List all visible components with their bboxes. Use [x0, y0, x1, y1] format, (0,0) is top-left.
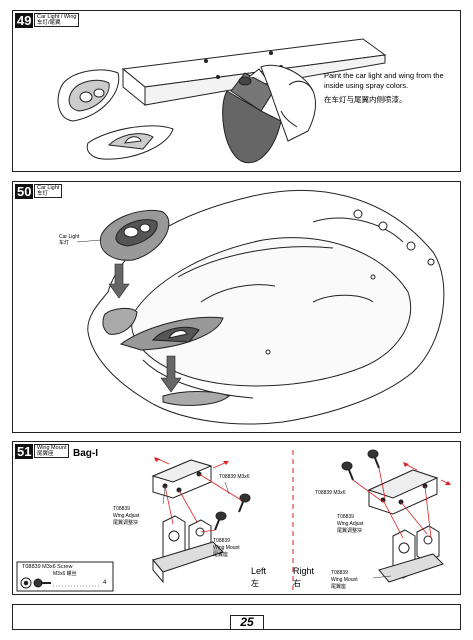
left-adjust-cn: 尾翼调整块: [113, 520, 139, 526]
car-body-shell: [87, 189, 445, 425]
wing-part: [121, 38, 387, 107]
left-screw-2: [214, 511, 227, 531]
left-label-en: Left: [251, 566, 267, 576]
callout-car-light-cn: 车灯: [59, 240, 70, 246]
page-footer: 25: [12, 604, 461, 630]
left-adjust-code: T08839: [113, 506, 130, 512]
left-mount-cn: 尾翼座: [213, 552, 229, 558]
right-mount-en: Wing Mount: [331, 577, 358, 583]
step-number: 50: [15, 184, 34, 199]
right-screw-1: [367, 449, 380, 469]
spray-can: [222, 64, 316, 164]
right-label-cn: 右: [293, 579, 301, 588]
bag-label: Bag-I: [73, 448, 98, 459]
left-wing-mount: [152, 515, 224, 584]
left-screw-1: [238, 493, 251, 513]
right-adjust-en: Wing Adjust: [337, 521, 364, 527]
callout-car-light-en: Car Light: [59, 234, 80, 240]
right-mount-cn: 尾翼座: [331, 584, 347, 590]
down-arrow-lower: [160, 355, 182, 393]
step-49-panel: 49 Car Light / Wing 车灯/尾翼: [12, 10, 461, 172]
right-mount-code: T08839: [331, 570, 348, 576]
step-title-cn: 车灯: [37, 191, 49, 197]
step-number: 49: [15, 13, 34, 28]
step-title: Car Light / Wing 车灯/尾翼: [34, 13, 80, 27]
left-mount-en: Wing Mount: [213, 545, 240, 551]
step-49-illustration: [57, 38, 387, 164]
left-label-cn: 左: [251, 579, 259, 588]
instruction-en-1: Paint the car light and wing from the: [324, 71, 444, 80]
left-mount-code: T08839: [213, 538, 230, 544]
step-50-illustration: [76, 189, 445, 425]
parts-box-qty: 4: [103, 580, 107, 586]
right-wing-mount: [378, 525, 444, 583]
left-wing-adjust: [151, 459, 213, 499]
right-screw-label: T08839 M3x6: [315, 490, 346, 496]
right-label-en: Right: [293, 566, 315, 576]
light-cavity-front: [102, 307, 138, 335]
step-title-cn: 尾翼座: [37, 451, 54, 457]
step-number: 51: [15, 444, 34, 459]
step-51-illustration: [16, 449, 451, 592]
step-title-en: Car Light: [37, 185, 60, 191]
instruction-en-2: inside using spray colors.: [324, 81, 409, 90]
right-adjust-code: T08839: [337, 514, 354, 520]
car-light-piece-upper: [99, 210, 170, 261]
light-cavity-rear: [162, 391, 230, 406]
parts-box-line1: T08839 M3x6 Screw: [22, 564, 73, 570]
step-title: Wing Mount 尾翼座: [34, 444, 70, 458]
step-51-panel: 51 Wing Mount 尾翼座 Bag-I: [12, 441, 461, 595]
washer-icon: [20, 577, 32, 589]
right-screw-2: [341, 461, 354, 481]
step-title-en: Wing Mount: [37, 445, 67, 451]
left-screw-label: T08839 M3x6: [219, 474, 250, 480]
step-title: Car Light 车灯: [34, 184, 63, 198]
down-arrow-upper: [108, 263, 130, 299]
page-number: 25: [230, 615, 264, 630]
instruction-cn: 在车灯与尾翼内侧喷漆。: [324, 95, 407, 104]
step-title-en: Car Light / Wing: [37, 14, 77, 20]
right-adjust-cn: 尾翼调整块: [337, 528, 363, 534]
step-title-cn: 车灯/尾翼: [37, 20, 61, 26]
screw-icon: [33, 578, 51, 588]
car-light-piece-lower: [119, 316, 224, 351]
car-light-part: [57, 69, 174, 160]
left-adjust-en: Wing Adjust: [113, 513, 140, 519]
parts-box-line2: M3x6 螺丝: [53, 571, 77, 577]
right-wing-adjust: [367, 469, 439, 515]
step-50-panel: 50 Car Light 车灯: [12, 181, 461, 433]
